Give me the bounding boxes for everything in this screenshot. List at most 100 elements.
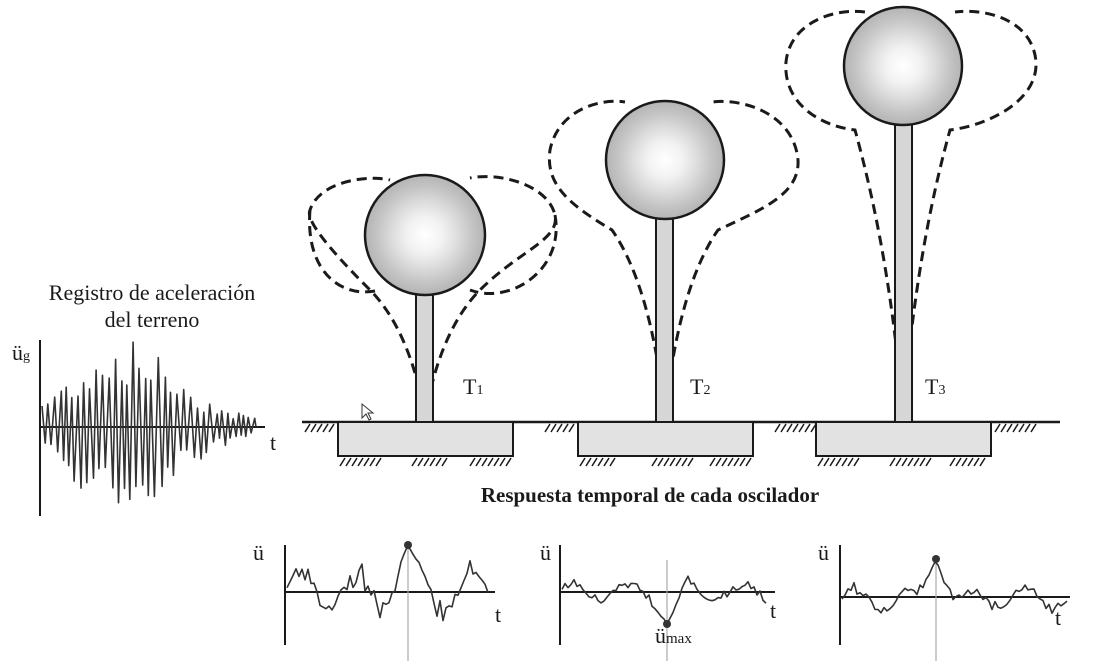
soil-hatch-mark — [591, 457, 598, 467]
peak-dot — [404, 541, 412, 549]
peak-dot — [663, 620, 671, 628]
response-plot-2: ü t ümax — [540, 540, 776, 661]
soil-hatch-mark — [907, 457, 914, 467]
column — [894, 111, 913, 423]
soil-hatch-mark — [835, 457, 842, 467]
response-trace — [841, 560, 1068, 615]
response-x-label: t — [770, 598, 776, 623]
soil-hatch-mark — [973, 457, 980, 467]
oscillator-3: T3 — [784, 5, 1038, 457]
deformed-shape — [663, 99, 800, 421]
soil-hatch-mark — [423, 457, 430, 467]
soil-hatch-mark — [841, 457, 848, 467]
soil-hatch-mark — [304, 423, 311, 433]
response-y-label: ü — [818, 540, 829, 565]
deformed-shape — [901, 9, 1038, 421]
soil-hatch-mark — [339, 457, 346, 467]
soil-hatch-mark — [925, 457, 932, 467]
soil-hatch-mark — [487, 457, 494, 467]
soil-hatch-mark — [1000, 423, 1007, 433]
soil-hatch-mark — [817, 457, 824, 467]
deformed-shape — [547, 99, 667, 421]
soil-hatch-mark — [609, 457, 616, 467]
soil-hatch-mark — [675, 457, 682, 467]
soil-hatch-mark — [792, 423, 799, 433]
soil-hatch-mark — [733, 457, 740, 467]
oscillator-2: T2 — [547, 99, 800, 457]
soil-hatch-mark — [429, 457, 436, 467]
soil-hatch-mark — [475, 457, 482, 467]
soil-hatch-mark — [544, 423, 551, 433]
soil-hatch-mark — [715, 457, 722, 467]
response-x-label: t — [495, 602, 501, 627]
soil-hatch-mark — [568, 423, 575, 433]
soil-hatch-mark — [562, 423, 569, 433]
soil-hatch-mark — [669, 457, 676, 467]
column — [415, 287, 434, 423]
footing — [815, 421, 992, 457]
deformed-shape — [423, 175, 557, 421]
soil-hatch-mark — [556, 423, 563, 433]
record-title-line1: Registro de aceleración — [49, 280, 255, 305]
oscillator-1: T1 — [307, 173, 558, 457]
soil-hatch-mark — [663, 457, 670, 467]
soil-hatch-mark — [657, 457, 664, 467]
deformed-shape — [307, 176, 427, 421]
soil-hatch-mark — [955, 457, 962, 467]
response-title: Respuesta temporal de cada oscilador — [481, 483, 819, 507]
soil-hatch-mark — [651, 457, 658, 467]
soil-hatch-mark — [435, 457, 442, 467]
ground-acceleration-trace — [41, 341, 257, 504]
response-trace — [561, 575, 767, 625]
soil-hatch-mark — [889, 457, 896, 467]
soil-hatch-mark — [847, 457, 854, 467]
soil-hatch-mark — [823, 457, 830, 467]
soil-hatch-mark — [919, 457, 926, 467]
soil-hatch-mark — [1024, 423, 1031, 433]
soil-hatch-mark — [994, 423, 1001, 433]
deformed-shape — [308, 209, 558, 295]
lumped-mass — [842, 5, 964, 127]
soil-hatch-mark — [357, 457, 364, 467]
soil-hatch-mark — [721, 457, 728, 467]
response-plot-3: ü t — [818, 540, 1070, 661]
ground-acceleration-record: Registro de aceleración del terreno üg t — [12, 280, 276, 516]
soil-hatch-mark — [1018, 423, 1025, 433]
record-title-line2: del terreno — [105, 307, 200, 332]
lumped-mass — [363, 173, 487, 297]
soil-hatch-mark — [505, 457, 512, 467]
soil-hatch-mark — [603, 457, 610, 467]
soil-hatch-mark — [417, 457, 424, 467]
soil-hatch-mark — [727, 457, 734, 467]
soil-hatch-mark — [310, 423, 317, 433]
response-trace — [286, 546, 489, 622]
soil-hatch-mark — [681, 457, 688, 467]
soil-hatch-mark — [328, 423, 335, 433]
soil-hatch-mark — [1012, 423, 1019, 433]
soil-hatch-mark — [585, 457, 592, 467]
soil-hatch-mark — [687, 457, 694, 467]
soil-hatch-mark — [441, 457, 448, 467]
footing — [337, 421, 514, 457]
soil-hatch-mark — [745, 457, 752, 467]
soil-hatch-mark — [345, 457, 352, 467]
soil-hatch-mark — [469, 457, 476, 467]
peak-dot — [932, 555, 940, 563]
period-label: T1 — [463, 374, 483, 399]
soil-hatch-mark — [967, 457, 974, 467]
soil-hatch-mark — [786, 423, 793, 433]
period-label: T3 — [925, 374, 945, 399]
soil-hatch-mark — [895, 457, 902, 467]
soil-hatch-mark — [739, 457, 746, 467]
soil-hatch-mark — [1006, 423, 1013, 433]
soil-hatch-mark — [369, 457, 376, 467]
cursor-icon — [361, 402, 375, 421]
soil-hatch-mark — [901, 457, 908, 467]
soil-hatch-mark — [550, 423, 557, 433]
footing — [577, 421, 754, 457]
soil-hatch-mark — [316, 423, 323, 433]
soil-hatch-mark — [979, 457, 986, 467]
soil-hatch-mark — [853, 457, 860, 467]
record-y-axis-label: üg — [12, 340, 30, 365]
